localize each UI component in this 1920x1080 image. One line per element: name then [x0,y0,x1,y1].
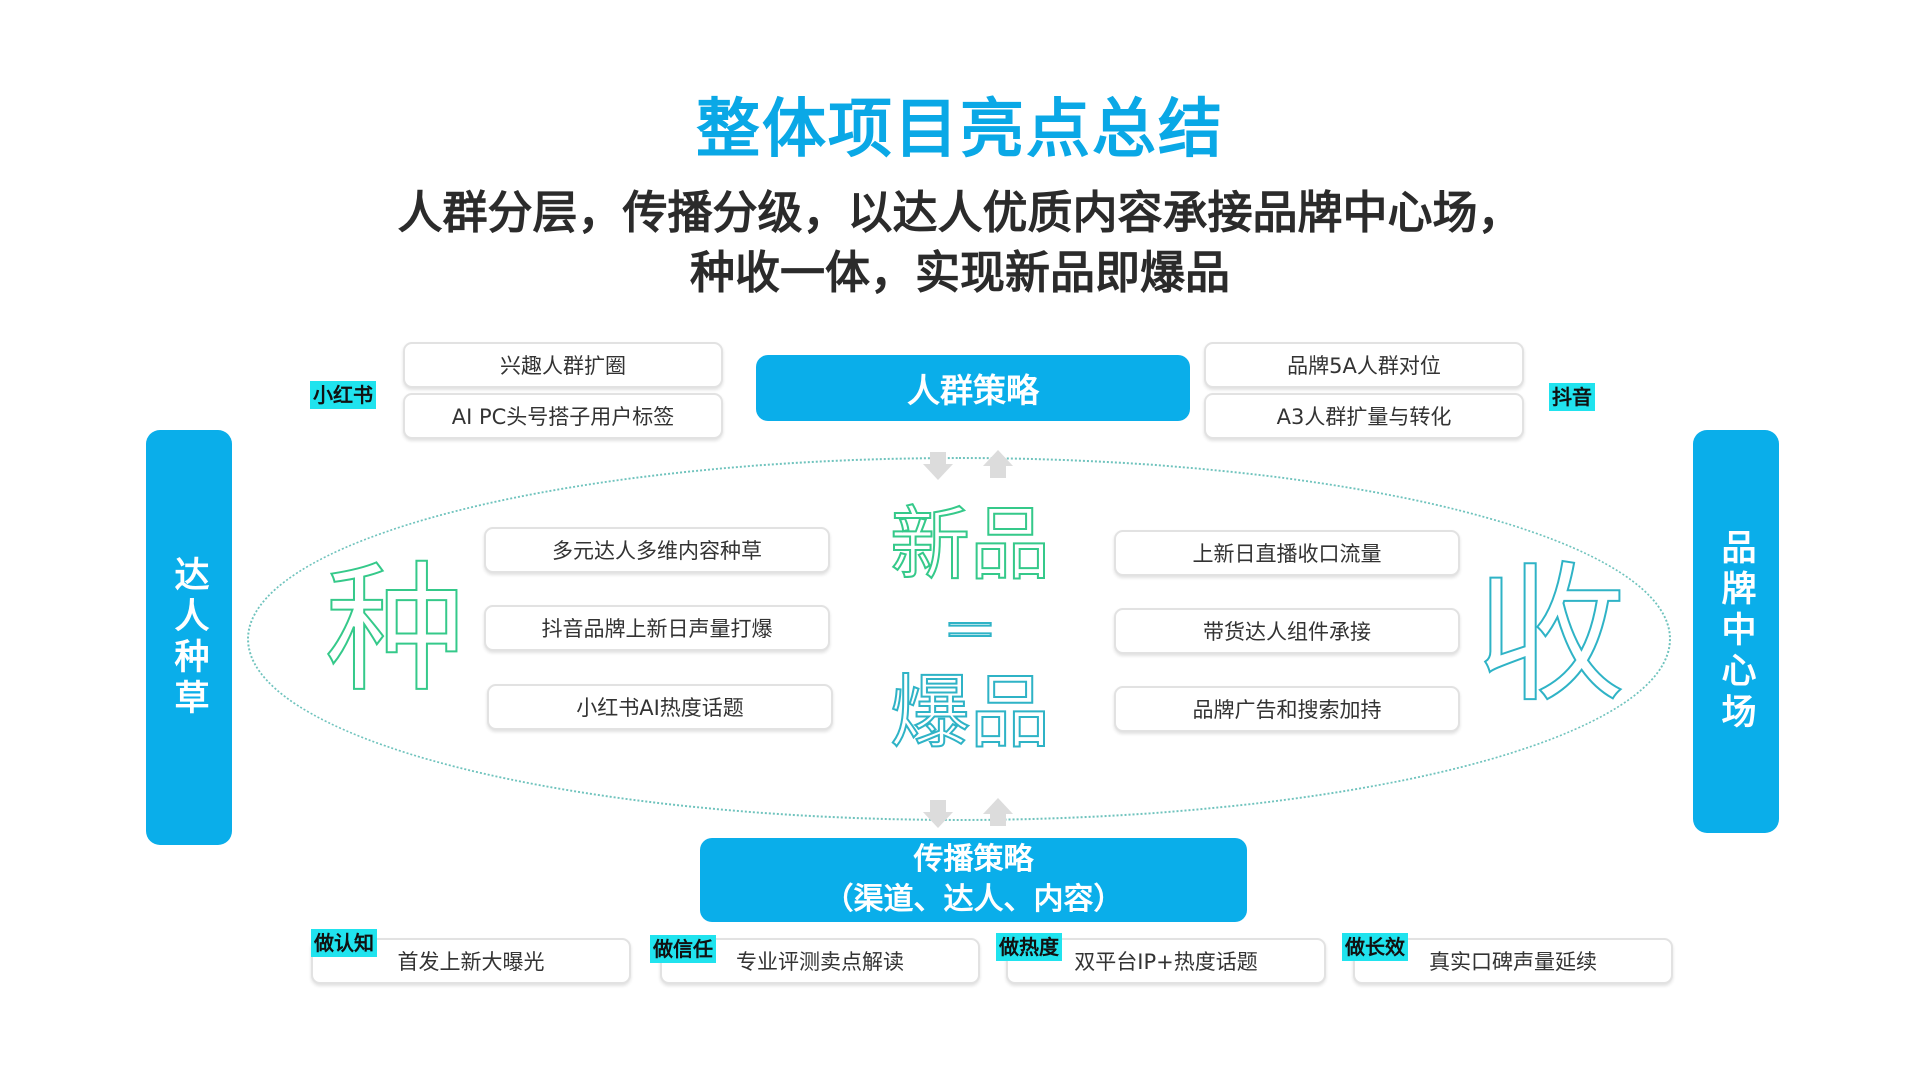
bottom-tag-2: 做信任 [650,935,716,963]
subtitle-line-1: 人群分层，传播分级，以达人优质内容承接品牌中心场， [397,186,1523,239]
bottom-item-1: 首发上新大曝光 [311,938,631,984]
arrow-up-icon [983,798,1013,826]
people-right-item-2: A3人群扩量与转化 [1204,393,1524,439]
arrow-down-icon [923,800,953,828]
people-strategy-box: 人群策略 [756,355,1190,421]
bottom-tag-3: 做热度 [996,933,1062,961]
cycle-ellipse [247,457,1671,821]
seed-item-1: 多元达人多维内容种草 [484,527,830,573]
bottom-tag-1: 做认知 [311,929,377,957]
spread-strategy-box: 传播策略 （渠道、达人、内容） [700,838,1247,922]
equals-sign: = [941,589,998,667]
new-product-text: 新品 [889,498,1051,591]
tag-xiaohongshu: 小红书 [310,381,376,409]
bottom-tag-4: 做长效 [1342,933,1408,961]
bottom-item-4: 真实口碑声量延续 [1353,938,1673,984]
side-bar-influencer-seeding: 达人种草 [146,430,232,845]
arrow-down-icon [923,452,953,480]
arrow-up-icon [983,450,1013,478]
seed-item-2: 抖音品牌上新日声量打爆 [484,605,830,651]
people-right-item-1: 品牌5A人群对位 [1204,342,1524,388]
seed-char: 种 [324,549,466,712]
side-bar-brand-center: 品牌中心场 [1693,430,1779,833]
harvest-char: 收 [1475,549,1627,723]
people-left-item-1: 兴趣人群扩圈 [403,342,723,388]
tag-douyin: 抖音 [1549,383,1595,411]
spread-strategy-subtitle: （渠道、达人、内容） [823,882,1124,917]
subtitle-line-2: 种收一体，实现新品即爆品 [689,246,1230,299]
harvest-item-1: 上新日直播收口流量 [1114,530,1460,576]
seed-item-3: 小红书AI热度话题 [487,684,833,730]
harvest-item-2: 带货达人组件承接 [1114,608,1460,654]
hit-product-text: 爆品 [889,666,1051,759]
harvest-item-3: 品牌广告和搜索加持 [1114,686,1460,732]
page-title: 整体项目亮点总结 [696,93,1224,167]
spread-strategy-title: 传播策略 [913,842,1034,877]
people-left-item-2: AI PC头号搭子用户标签 [403,393,723,439]
